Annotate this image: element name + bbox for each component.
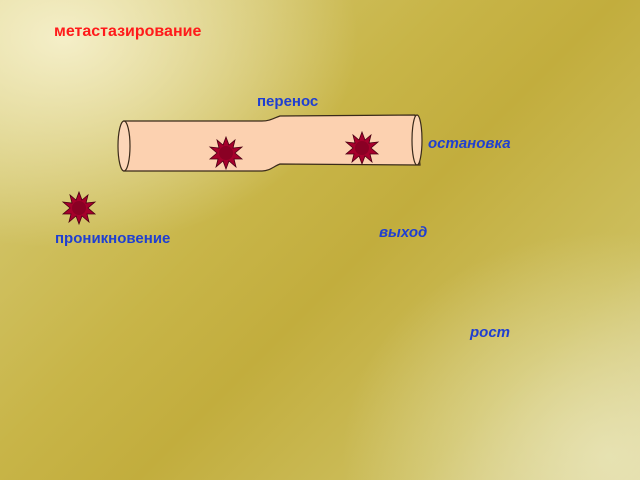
slide-title: метастазирование: [54, 23, 202, 40]
label-exit: выход: [379, 224, 428, 241]
label-intravasation: проникновение: [55, 230, 171, 247]
label-stop: остановка: [428, 135, 511, 152]
label-growth: рост: [470, 324, 511, 341]
blood-vessel-icon: [117, 114, 423, 172]
label-transfer: перенос: [257, 93, 319, 110]
tumor-cell-icon: [62, 191, 96, 225]
